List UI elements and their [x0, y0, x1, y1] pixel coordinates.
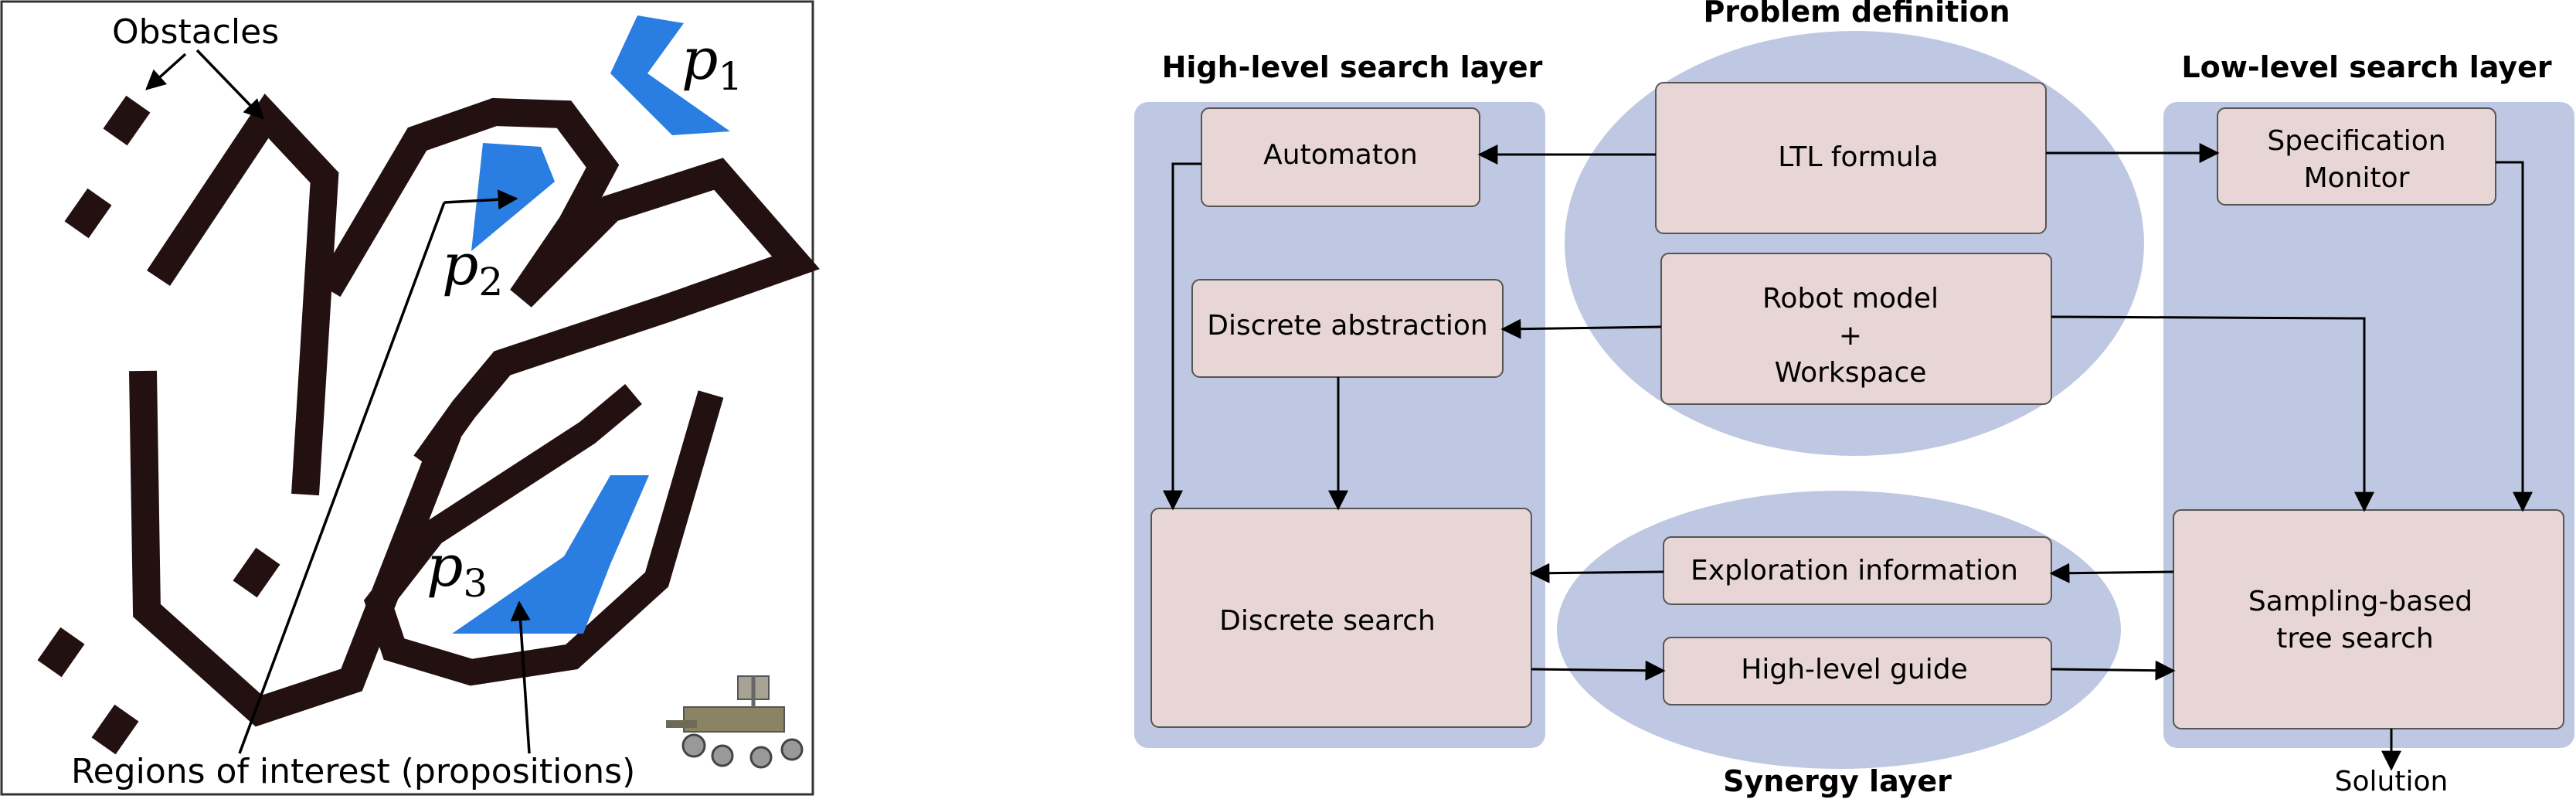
arrow-sampling-to-exploration — [2049, 563, 2174, 583]
label-p1: p1 — [681, 26, 743, 99]
high-level-guide-label: High-level guide — [1741, 654, 1967, 685]
ltl-formula-box — [1655, 82, 2047, 234]
arrow-exploration-to-search — [1529, 563, 1664, 583]
arrow-monitor-to-sampling — [2496, 161, 2533, 512]
sampling-tree-box — [2173, 509, 2564, 729]
regions-pointer-1b — [443, 189, 518, 210]
regions-pointer-2 — [510, 600, 531, 754]
regions-pointer-1 — [238, 202, 446, 754]
boxes — [1150, 82, 2564, 729]
spec-monitor-label-line1: Specification — [2267, 125, 2445, 157]
map-annotations — [145, 49, 531, 754]
obstacle-block — [37, 627, 85, 678]
regions-label: Regions of interest (propositions) — [71, 752, 635, 791]
synergy-layer-label: Synergy layer — [1723, 764, 1952, 798]
robot-model-box — [1660, 253, 2052, 405]
arrow-robot-to-sampling — [2051, 315, 2374, 512]
obstacles-pointer-2 — [195, 49, 264, 120]
obstacle-left-arch — [147, 94, 339, 496]
obstacle-block — [91, 704, 139, 755]
arrow-search-to-guide — [1531, 660, 1666, 681]
arrow-automaton-to-search — [1163, 162, 1201, 511]
obstacle-block — [64, 188, 112, 239]
obstacle-bottom-loop — [363, 383, 724, 686]
sampling-tree-label-line2: tree search — [2276, 623, 2433, 654]
robot-model-label-line2: + — [1839, 320, 1862, 352]
problem-definition-label: Problem definition — [1703, 0, 2010, 29]
region-p3 — [452, 475, 649, 634]
region-p1 — [610, 15, 730, 135]
obstacle-blocks — [37, 95, 280, 755]
ltl-formula-label: LTL formula — [1778, 141, 1938, 173]
region-labels: p1 p2 p3 — [427, 26, 743, 606]
obstacle-block — [103, 95, 151, 146]
obstacles — [37, 94, 820, 755]
obstacles-pointer-1 — [145, 53, 187, 90]
discrete-abstraction-label: Discrete abstraction — [1207, 310, 1488, 342]
rover-icon — [666, 675, 804, 769]
obstacle-top-loop — [316, 97, 820, 472]
architecture-diagram: Problem definition High-level search lay… — [1134, 0, 2574, 798]
spec-monitor-label-line2: Monitor — [2304, 162, 2410, 194]
obstacle-block — [233, 547, 280, 598]
discrete-search-label: Discrete search — [1219, 605, 1436, 637]
label-p2: p2 — [442, 232, 503, 304]
high-level-layer-label: High-level search layer — [1162, 50, 1543, 84]
label-p3: p3 — [427, 533, 488, 606]
box-labels: Automaton LTL formula Specification Moni… — [1207, 125, 2472, 797]
low-level-layer-label: Low-level search layer — [2181, 50, 2551, 84]
arrow-robot-to-abstraction — [1500, 318, 1662, 339]
arrows — [1163, 143, 2533, 771]
solution-label: Solution — [2335, 766, 2449, 797]
arrow-guide-to-sampling — [2051, 660, 2176, 681]
sampling-tree-label-line1: Sampling-based — [2248, 586, 2472, 617]
obstacles-label: Obstacles — [112, 12, 279, 52]
map-panel: p1 p2 p3 Obstacles Regions of interest (… — [0, 0, 820, 796]
synergy-layer-ellipse — [1557, 491, 2121, 769]
robot-model-label-line1: Robot model — [1762, 283, 1939, 314]
robot-model-label-line3: Workspace — [1775, 357, 1927, 389]
automaton-label: Automaton — [1263, 139, 1418, 171]
exploration-info-label: Exploration information — [1691, 555, 2018, 586]
